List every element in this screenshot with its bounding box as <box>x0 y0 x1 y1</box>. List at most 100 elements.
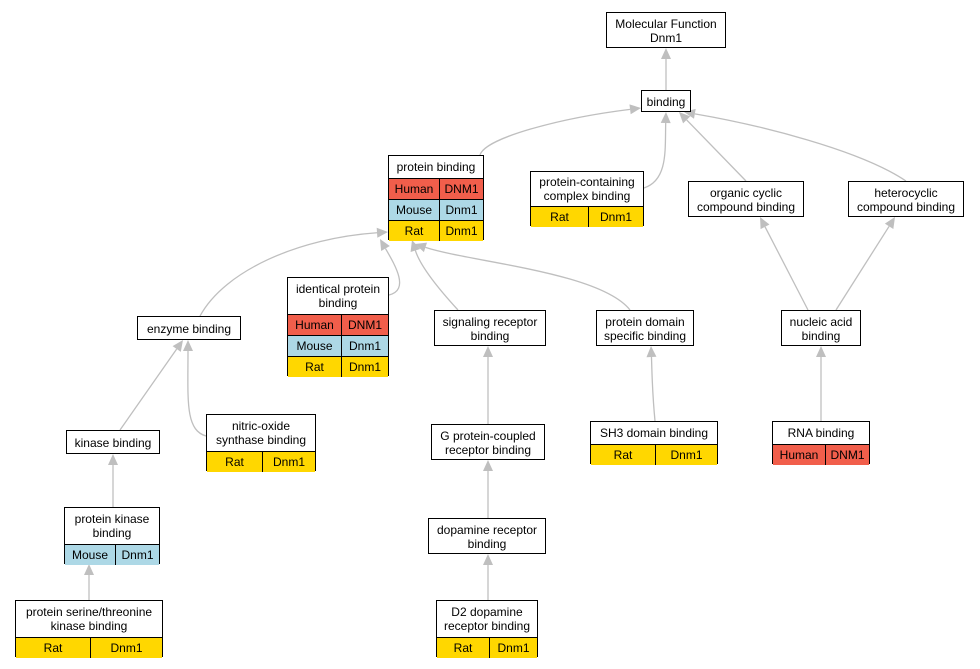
edge-kinase-binding-to-enzyme-binding <box>119 348 178 431</box>
arrowhead-icon <box>661 48 671 59</box>
edge-nucleic-acid-to-heterocyclic <box>835 225 890 311</box>
species-cell: Rat <box>437 638 489 658</box>
species-cell: Human <box>773 445 825 465</box>
go-term-mf[interactable]: Molecular Function Dnm1 <box>606 12 726 48</box>
arrowhead-icon <box>172 340 183 352</box>
species-cell: Rat <box>531 207 588 227</box>
go-term-signaling-receptor[interactable]: signaling receptor binding <box>434 310 546 346</box>
species-cell: Rat <box>207 452 262 472</box>
go-term-binding[interactable]: binding <box>641 90 691 112</box>
go-term-organic-cyclic[interactable]: organic cyclic compound binding <box>688 181 804 217</box>
species-cell: Rat <box>389 221 439 241</box>
go-term-label: protein-containing complex binding <box>539 175 635 203</box>
arrowhead-icon <box>660 112 671 124</box>
edge-enzyme-binding-to-protein-binding <box>199 232 378 317</box>
arrowhead-icon <box>884 217 895 229</box>
edge-protein-binding-to-binding <box>479 108 631 156</box>
gene-cell: DNM1 <box>439 179 483 199</box>
go-term-label: G protein-coupled receptor binding <box>440 429 536 457</box>
go-term-label: nitric-oxide synthase binding <box>215 419 307 447</box>
arrowhead-icon <box>760 217 770 230</box>
go-term-label: protein kinase binding <box>74 512 150 540</box>
arrowhead-icon <box>376 227 388 238</box>
arrowhead-icon <box>483 460 493 471</box>
go-term-label: binding <box>646 95 686 109</box>
species-cell: Human <box>389 179 439 199</box>
arrowhead-icon <box>483 346 493 357</box>
arrowhead-icon <box>415 242 428 253</box>
go-term-label: Molecular Function Dnm1 <box>615 17 717 45</box>
go-term-label: dopamine receptor binding <box>436 523 538 551</box>
go-term-heterocyclic[interactable]: heterocyclic compound binding <box>848 181 964 217</box>
edge-complex-binding-to-binding <box>643 122 667 189</box>
arrowhead-icon <box>380 239 390 252</box>
arrowhead-icon <box>629 104 641 115</box>
go-term-label: protein serine/threonine kinase binding <box>25 605 153 633</box>
edge-heterocyclic-to-binding <box>694 113 907 182</box>
gene-cell: DNM1 <box>825 445 869 465</box>
go-term-nucleic-acid[interactable]: nucleic acid binding <box>781 310 861 346</box>
edge-nitric-oxide-to-enzyme-binding <box>187 350 207 437</box>
go-term-label: RNA binding <box>787 426 855 440</box>
arrowhead-icon <box>84 564 94 575</box>
go-term-enzyme-binding[interactable]: enzyme binding <box>137 316 241 340</box>
gene-cell: Dnm1 <box>655 445 717 465</box>
species-cell: Rat <box>16 638 90 658</box>
gene-cell: Dnm1 <box>341 336 388 356</box>
gene-cell: Dnm1 <box>115 545 159 565</box>
arrowhead-icon <box>483 554 493 565</box>
species-cell: Rat <box>288 357 341 377</box>
go-term-label: signaling receptor binding <box>442 315 538 343</box>
go-term-label: D2 dopamine receptor binding <box>443 605 531 633</box>
gene-cell: DNM1 <box>341 315 388 335</box>
go-term-label: enzyme binding <box>146 322 232 336</box>
species-cell: Human <box>288 315 341 335</box>
go-term-protein-domain[interactable]: protein domain specific binding <box>596 310 694 346</box>
edge-nucleic-acid-to-organic-cyclic <box>764 226 809 311</box>
edge-sh3-domain-to-protein-domain <box>650 356 656 422</box>
species-cell: Mouse <box>288 336 341 356</box>
gene-cell: Dnm1 <box>90 638 162 658</box>
species-cell: Rat <box>591 445 655 465</box>
go-term-kinase-binding[interactable]: kinase binding <box>66 430 160 454</box>
gene-cell: Dnm1 <box>588 207 643 227</box>
arrowhead-icon <box>646 346 657 358</box>
go-term-label: protein binding <box>396 160 476 174</box>
arrowhead-icon <box>816 346 826 357</box>
go-term-label: identical protein binding <box>295 282 381 310</box>
go-term-gpcr-binding[interactable]: G protein-coupled receptor binding <box>431 424 545 460</box>
edge-organic-cyclic-to-binding <box>686 119 747 182</box>
species-cell: Mouse <box>65 545 115 565</box>
go-term-dopamine-receptor[interactable]: dopamine receptor binding <box>428 518 546 554</box>
edge-protein-domain-to-protein-binding <box>425 246 631 311</box>
gene-cell: Dnm1 <box>489 638 537 658</box>
gene-cell: Dnm1 <box>262 452 315 472</box>
species-cell: Mouse <box>389 200 439 220</box>
arrowhead-icon <box>183 340 193 351</box>
go-term-label: protein domain specific binding <box>603 315 687 343</box>
go-term-label: heterocyclic compound binding <box>856 186 956 214</box>
go-term-label: nucleic acid binding <box>789 315 853 343</box>
edge-identical-protein-to-protein-binding <box>384 248 401 296</box>
gene-cell: Dnm1 <box>439 200 483 220</box>
